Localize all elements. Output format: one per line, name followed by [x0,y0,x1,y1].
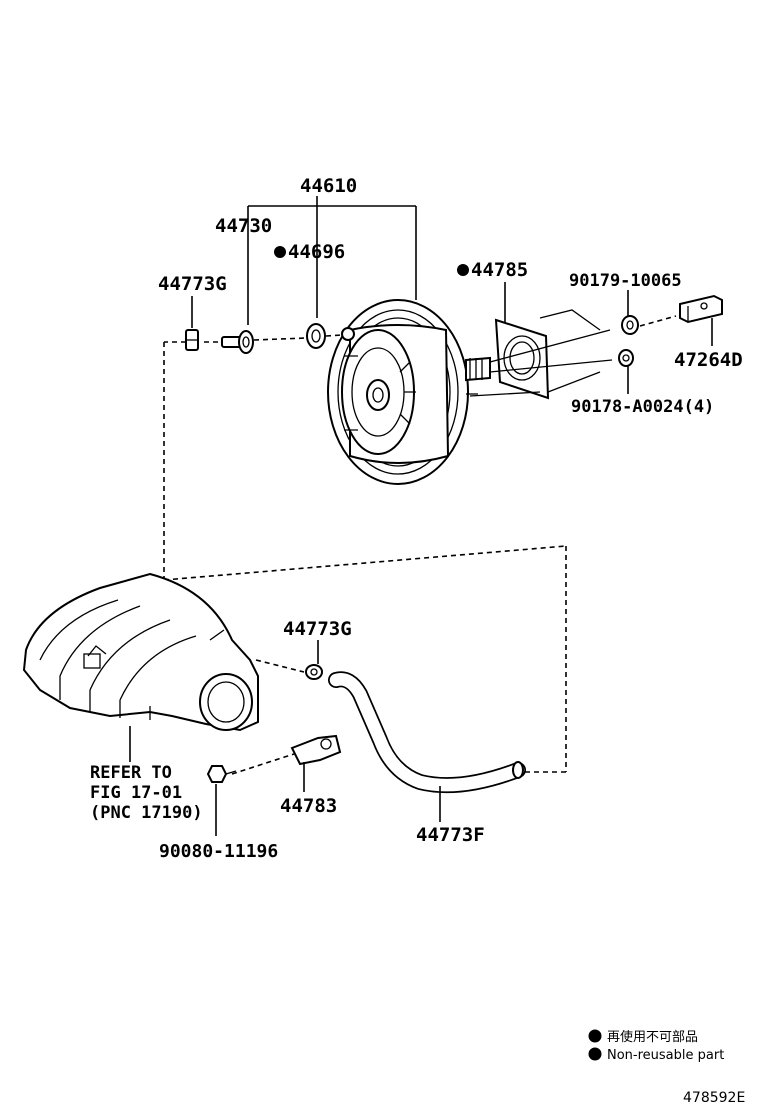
clip-44773g-top [185,329,199,351]
label-44773g-top: 44773G [158,273,227,295]
gasket-44785 [494,318,550,400]
label-44785: 44785 [471,259,528,281]
label-90178: 90178-A0024(4) [571,397,714,417]
label-44783: 44783 [280,795,337,817]
bolt-90080 [206,765,237,836]
label-47264d: 47264D [674,349,743,371]
illustration-id: 478592E [683,1090,745,1106]
bracket-44783 [290,734,342,792]
refer-line-3: (PNC 17190) [90,803,203,823]
refer-line-1: REFER TO [90,763,172,783]
label-44773g-mid: 44773G [283,618,352,640]
label-44696: 44696 [288,241,345,263]
nonreusable-dot-44785 [457,264,469,276]
intake-manifold [22,572,259,762]
legend-japanese: 再使用不可部品 [607,1029,698,1045]
label-44610: 44610 [300,175,357,197]
clip-44773g-mid [305,640,323,680]
legend-dot-english [588,1047,602,1061]
label-44773f: 44773F [416,824,485,846]
hose-routing-dashed [163,341,567,775]
check-valve-44730 [204,330,254,354]
label-44730: 44730 [215,215,272,237]
nut-90179 [621,315,639,335]
nut-90178 [618,349,634,367]
refer-line-2: FIG 17-01 [90,783,182,803]
nonreusable-dot-44696 [274,246,286,258]
grommet-44696 [253,323,343,349]
vacuum-hose-44773f [328,671,526,822]
clevis-47264d [679,294,723,324]
label-90080: 90080-11196 [159,841,278,862]
leader-44610 [247,196,417,325]
legend-english: Non-reusable part [607,1048,724,1063]
mounting-lines [469,309,677,397]
brake-booster-44610 [327,299,491,485]
legend: 再使用不可部品 Non-reusable part [588,1029,724,1063]
legend-dot-japanese [588,1029,602,1043]
label-90179: 90179-10065 [569,271,682,291]
